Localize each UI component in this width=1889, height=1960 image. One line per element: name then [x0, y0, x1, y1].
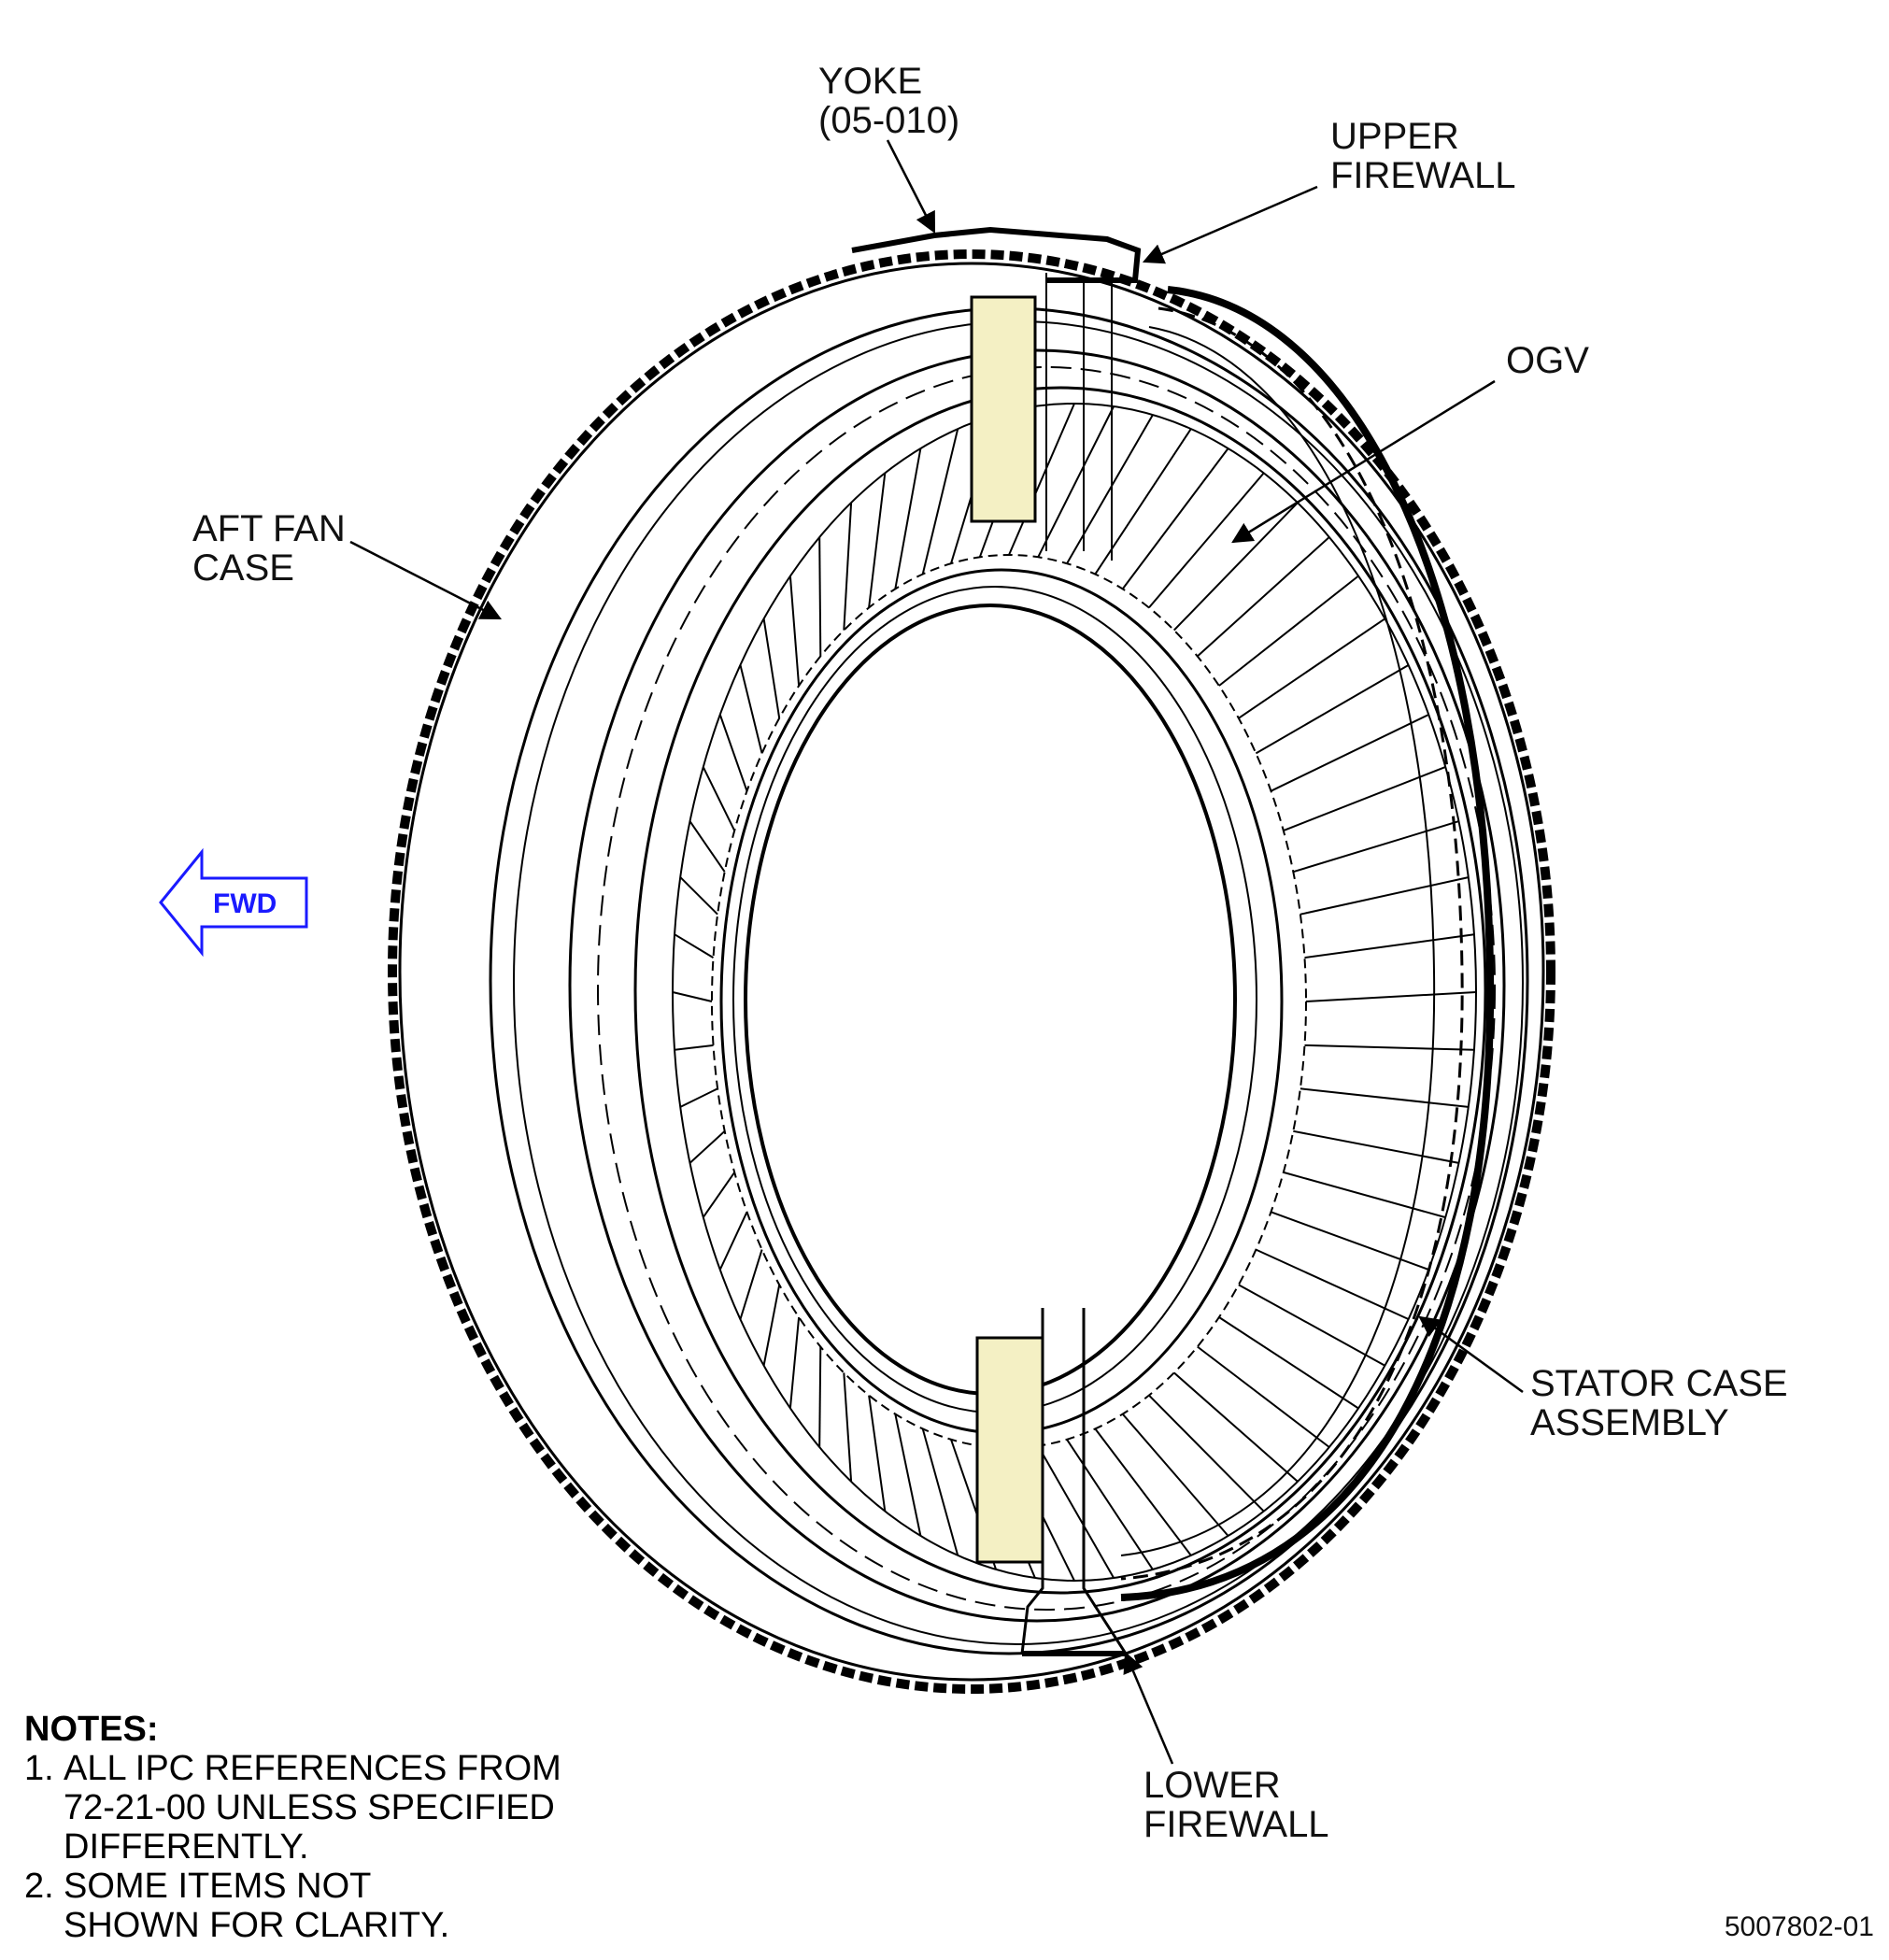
ogv-vane: [762, 1285, 781, 1366]
yoke-callout: YOKE(05-010): [818, 61, 960, 141]
ogv-vane: [674, 1044, 714, 1051]
notes: NOTES: 1. ALL IPC REFERENCES FROM 72-21-…: [24, 1710, 561, 1945]
yoke-leader: [886, 139, 936, 234]
ogv-vane: [1304, 933, 1475, 959]
ogv-vane: [1197, 536, 1330, 658]
ogv-vanes: [672, 403, 1477, 1582]
fwd-arrow-outline: [159, 847, 308, 958]
ogv-vane: [702, 1172, 736, 1218]
ogv-vane: [1066, 414, 1154, 564]
ogv-vane: [672, 991, 713, 1002]
fwd-arrow: FWD: [159, 847, 308, 958]
note-item: 1. ALL IPC REFERENCES FROM 72-21-00 UNLE…: [24, 1749, 561, 1867]
ogv-vane: [739, 664, 763, 754]
ogv-vane: [868, 473, 887, 608]
ogv-vane: [1300, 876, 1469, 916]
ogv-vane: [894, 447, 922, 589]
note-line: 72-21-00 UNLESS SPECIFIED: [64, 1788, 555, 1827]
ogv-vane: [1283, 1171, 1446, 1219]
ogv-vane: [868, 1395, 887, 1512]
ogv-vane: [718, 1211, 748, 1271]
ogv-vane: [1305, 991, 1477, 1002]
ogv-vane: [1293, 1129, 1459, 1164]
ogv-vane: [788, 575, 801, 687]
lower-panel: [975, 1336, 1044, 1564]
leader-lines: [349, 139, 1524, 1765]
notes-title: NOTES:: [24, 1710, 159, 1749]
ogv-vane: [1037, 405, 1115, 558]
ogv-vane: [1121, 1413, 1229, 1537]
figure-id: 5007802-01: [1724, 1911, 1874, 1942]
ogv-vane: [818, 1346, 822, 1448]
ogv-vane: [788, 1316, 801, 1409]
aft-fan-case-leader: [349, 540, 503, 620]
ogv-vane: [894, 1413, 922, 1537]
inner-ring: [711, 554, 1307, 1449]
note-number: 2.: [24, 1867, 54, 1906]
note-line: SOME ITEMS NOT: [64, 1867, 372, 1906]
yoke: [851, 226, 1142, 561]
ogv-vane: [1172, 502, 1299, 632]
ogv-vane: [1008, 403, 1075, 556]
ogv-vane: [1255, 664, 1410, 755]
ogv-vane: [762, 618, 781, 718]
note-item: 2. SOME ITEMS NOT SHOWN FOR CLARITY.: [24, 1867, 561, 1945]
upper-panel: [970, 295, 1037, 523]
ogv-vane: [818, 536, 822, 657]
note-number: 1.: [24, 1749, 54, 1788]
ogv-vane: [843, 1372, 853, 1482]
ogv-vane: [1173, 1371, 1299, 1483]
note-line: ALL IPC REFERENCES FROM: [64, 1749, 561, 1788]
ogv-vane: [1121, 447, 1229, 590]
fwd-label: FWD: [213, 888, 277, 919]
ogv-vane: [1271, 1211, 1429, 1271]
note-line: DIFFERENTLY.: [64, 1827, 309, 1867]
ogv-leader: [1231, 379, 1496, 544]
ogv-vane: [702, 766, 736, 831]
ogv-vane: [1094, 1427, 1192, 1556]
ogv-vane: [1238, 1284, 1385, 1367]
ogv-vane: [1218, 575, 1359, 687]
ogv-vane: [718, 714, 748, 792]
ogv-vane: [689, 820, 726, 873]
lower-firewall-leader: [1123, 1651, 1174, 1765]
ogv-vane: [1148, 472, 1265, 609]
firewall-panels: [970, 295, 1044, 1564]
ogv-vane: [739, 1249, 763, 1320]
ogv-vane: [1037, 1445, 1115, 1579]
ogv-vane: [679, 876, 718, 916]
ogv-vane: [1300, 1087, 1469, 1108]
ogv-vane: [1094, 428, 1192, 575]
ogv-vane: [674, 933, 715, 959]
stator-case-assembly: [1120, 286, 1495, 1601]
lower-firewall: [1020, 1308, 1128, 1656]
ogv-vane: [1148, 1394, 1265, 1513]
ogv-vane: [1066, 1439, 1154, 1570]
ogv-vane: [1238, 618, 1385, 719]
ogv-vane: [1271, 714, 1429, 792]
ogv-vane: [921, 428, 959, 575]
ogv-vane: [1293, 820, 1459, 873]
ogv-vane: [1218, 1316, 1359, 1410]
ogv-vane: [843, 503, 853, 631]
ogv-vane: [1197, 1345, 1330, 1448]
ogv-vane: [1255, 1248, 1409, 1320]
ogv-vane: [1304, 1044, 1474, 1051]
ogv-callout: OGV: [1506, 340, 1589, 381]
stator-case-leader: [1418, 1315, 1524, 1394]
upper-firewall-leader: [1142, 185, 1318, 264]
ogv-vane: [689, 1130, 726, 1164]
ogv-vane: [679, 1087, 718, 1108]
ogv-vane: [1283, 765, 1446, 832]
ogv-vane: [921, 1428, 959, 1556]
note-line: SHOWN FOR CLARITY.: [64, 1906, 450, 1945]
